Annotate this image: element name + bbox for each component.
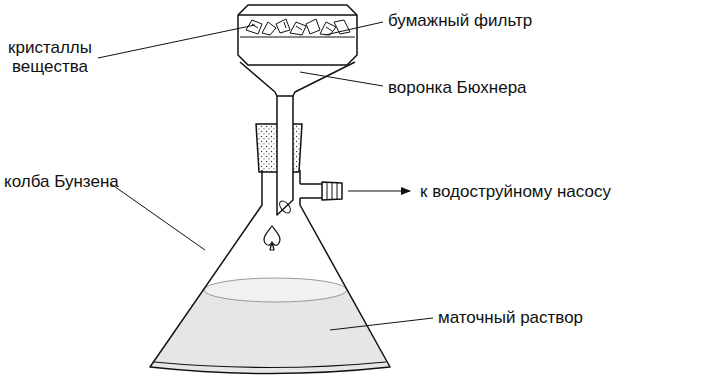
- pump-label: к водоструйному насосу: [420, 182, 611, 201]
- vacuum-arrow: [348, 190, 410, 191]
- funnel-rim: [238, 14, 357, 16]
- crystals-label: кристаллы вещества: [2, 38, 98, 76]
- funnel-stem: [277, 96, 293, 215]
- paper-filter: [240, 36, 355, 37]
- drop: [264, 226, 280, 250]
- flask-label: колба Бунзена: [4, 172, 119, 191]
- nipple-ribs: [327, 182, 337, 200]
- liquor-label: маточный раствор: [438, 308, 583, 327]
- buchner-funnel-cone: [240, 62, 355, 96]
- liquid-surface: [204, 278, 347, 302]
- funnel-label: воронка Бюхнера: [388, 78, 527, 97]
- hose-nipple: [322, 182, 342, 200]
- filter-label: бумажный фильтр: [388, 11, 532, 30]
- side-arm: [300, 184, 322, 198]
- leader-lines: [98, 22, 433, 330]
- flask-bottom: [154, 362, 386, 368]
- stem-cut: [277, 199, 292, 215]
- bunsen-flask: [150, 170, 390, 374]
- buchner-funnel: [238, 5, 357, 65]
